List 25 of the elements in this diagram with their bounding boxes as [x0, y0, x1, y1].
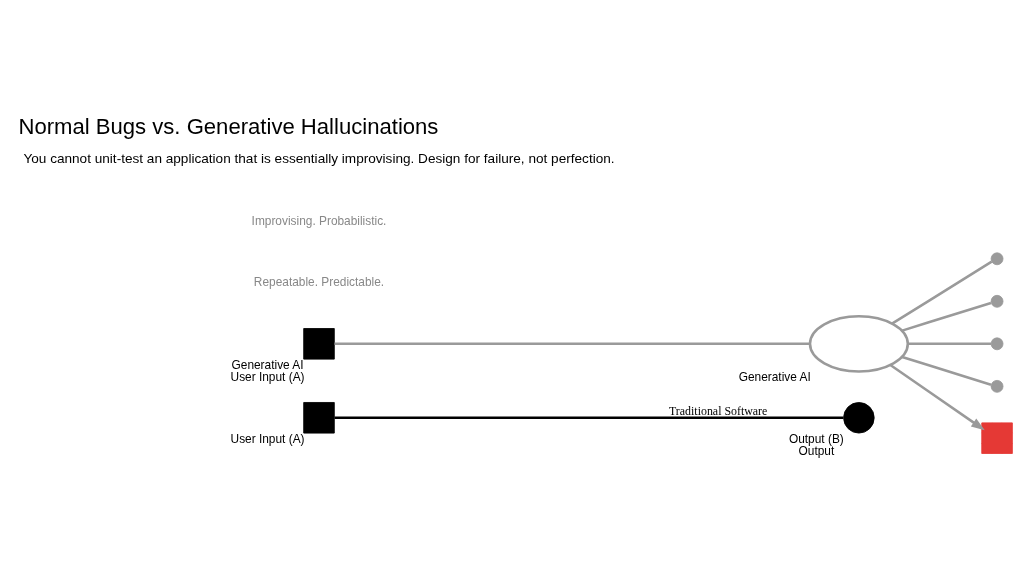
connector [334, 342, 810, 345]
node-label: Generative AI [231, 357, 304, 372]
node-label: User Input (A) [230, 431, 305, 446]
node-box [303, 327, 335, 360]
connector [334, 416, 844, 419]
caption: You cannot unit-test an application that is essentially improvising. Design for failure, not perfection. [23, 150, 615, 166]
label: Improvising. Probabilistic. [251, 213, 387, 228]
node-circle [990, 336, 1004, 350]
node-cloud [808, 314, 910, 373]
node-label: Generative AI [738, 369, 811, 384]
node-circle [990, 294, 1004, 308]
node-circle [990, 251, 1004, 265]
node-circle [990, 379, 1004, 393]
node-circle [843, 401, 875, 433]
connector [901, 301, 992, 332]
node-box [303, 401, 335, 433]
arrow [889, 363, 985, 430]
connector [901, 355, 992, 386]
connector [907, 342, 992, 345]
diagram-title: Normal Bugs vs. Generative Hallucinations [18, 113, 439, 139]
label: Repeatable. Predictable. [253, 274, 385, 289]
node-label: User Input (A) [230, 369, 305, 384]
connector [891, 260, 993, 325]
edge-label: Traditional Software [669, 403, 768, 418]
node-label: Output (B) [788, 431, 844, 446]
